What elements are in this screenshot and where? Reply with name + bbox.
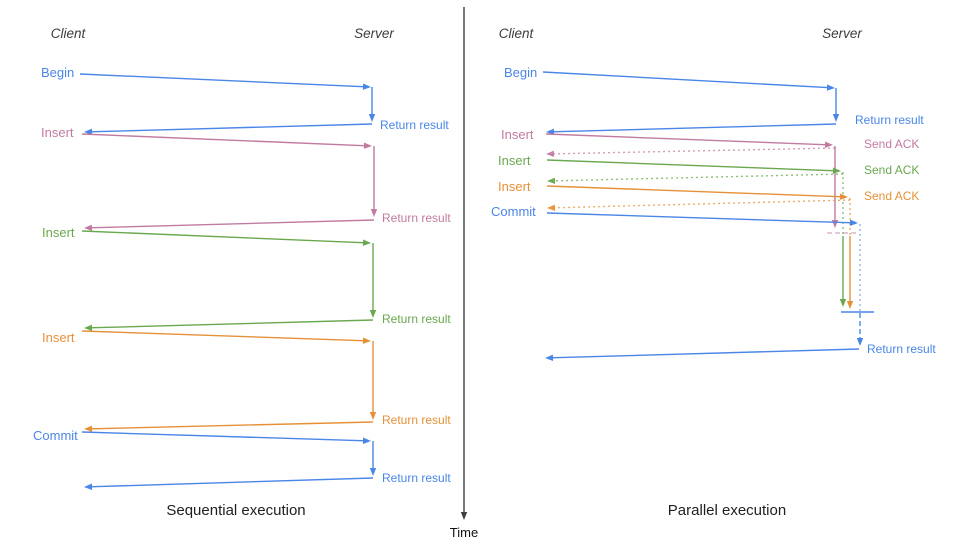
sequential-label-return-result: Return result <box>380 118 449 132</box>
sequential-arrowhead <box>84 224 93 231</box>
parallel-label-insert: Insert <box>498 153 531 168</box>
parallel-green-dotted-line <box>551 173 844 182</box>
server-header-sequential: Server <box>354 26 394 41</box>
sequential-arrowhead <box>84 324 93 331</box>
sequential-blue-solid-line <box>81 431 367 442</box>
sequential-arrowhead <box>362 239 371 246</box>
sequential-blue-solid-line <box>88 477 374 488</box>
parallel-arrowhead <box>856 338 864 346</box>
sequential-label-return-result: Return result <box>382 312 451 326</box>
parallel-label-return-result: Return result <box>855 113 924 127</box>
parallel-label-begin: Begin <box>504 65 537 80</box>
sequential-arrowhead <box>84 483 93 490</box>
sequential-pink-solid-line <box>81 133 368 147</box>
parallel-arrowhead <box>832 114 840 122</box>
parallel-arrowhead <box>849 219 858 226</box>
sequential-pink-solid-line <box>88 219 375 229</box>
sequential-arrowhead <box>84 425 93 433</box>
sequential-label-insert: Insert <box>42 330 75 345</box>
parallel-arrowhead <box>832 167 841 174</box>
parallel-label-commit: Commit <box>491 204 536 219</box>
sequential-arrowhead <box>368 114 376 122</box>
parallel-arrowhead <box>546 150 555 158</box>
sequential-blue-solid-line <box>88 123 373 133</box>
sequential-label-return-result: Return result <box>382 211 451 225</box>
parallel-arrowhead <box>546 128 555 135</box>
parallel-blue-solid-line <box>546 212 854 224</box>
client-header-parallel: Client <box>498 26 534 41</box>
sequential-green-solid-line <box>81 230 367 244</box>
sequential-arrowhead <box>369 310 377 318</box>
parallel-arrowhead <box>547 177 556 185</box>
parallel-blue-solid-line <box>550 123 837 133</box>
parallel-arrowhead <box>846 301 854 309</box>
parallel-blue-solid-line <box>542 71 831 89</box>
parallel-pink-solid-line <box>545 133 829 146</box>
parallel-arrowhead <box>826 84 835 91</box>
sequential-label-return-result: Return result <box>382 413 451 427</box>
sequential-arrowhead <box>362 337 371 344</box>
parallel-label-insert: Insert <box>498 179 531 194</box>
parallel-arrowhead <box>839 193 848 200</box>
sequential-orange-solid-line <box>88 421 374 430</box>
sequential-arrowhead <box>362 437 371 444</box>
parallel-blue-solid-line <box>549 348 860 359</box>
sequential-label-insert: Insert <box>42 225 75 240</box>
parallel-label-return-result: Return result <box>867 342 936 356</box>
time-axis-arrowhead <box>460 512 468 520</box>
sequential-arrowhead <box>370 209 378 217</box>
sequential-label-begin: Begin <box>41 65 74 80</box>
parallel-orange-solid-line <box>546 185 844 198</box>
sequential-arrowhead <box>362 83 371 90</box>
sequential-label-commit: Commit <box>33 428 78 443</box>
sequential-label-insert: Insert <box>41 125 74 140</box>
parallel-label-send-ack: Send ACK <box>864 189 919 203</box>
sequential-arrowhead <box>369 412 377 420</box>
server-header-parallel: Server <box>822 26 862 41</box>
parallel-arrowhead <box>831 220 839 228</box>
parallel-arrowhead <box>545 354 554 361</box>
time-axis-label: Time <box>449 525 479 540</box>
parallel-label-send-ack: Send ACK <box>864 137 919 151</box>
caption-parallel-execution: Parallel execution <box>667 502 787 519</box>
parallel-label-insert: Insert <box>501 127 534 142</box>
sequential-label-return-result: Return result <box>382 471 451 485</box>
client-header-sequential: Client <box>50 26 86 41</box>
sequential-green-solid-line <box>88 319 374 329</box>
sequential-orange-solid-line <box>81 330 367 342</box>
parallel-arrowhead <box>824 141 833 148</box>
parallel-pink-dotted-line <box>550 147 836 155</box>
caption-sequential-execution: Sequential execution <box>166 502 306 519</box>
parallel-arrowhead <box>839 299 847 307</box>
parallel-green-solid-line <box>546 159 837 172</box>
sequential-arrowhead <box>84 128 93 135</box>
parallel-arrowhead <box>547 204 556 211</box>
sequential-blue-solid-line <box>79 73 367 88</box>
parallel-label-send-ack: Send ACK <box>864 163 919 177</box>
sequential-arrowhead <box>369 468 377 476</box>
parallel-orange-dotted-line <box>551 199 851 209</box>
sequential-arrowhead <box>363 142 372 149</box>
